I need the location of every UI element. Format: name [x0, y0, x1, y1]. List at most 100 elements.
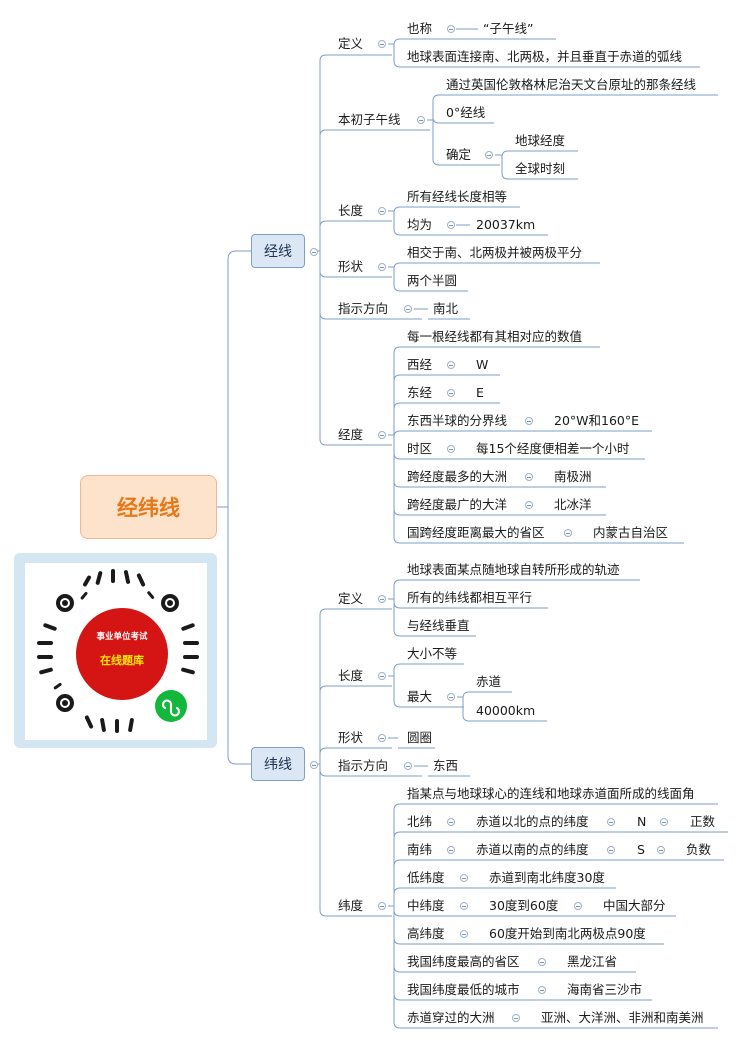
topic-junwei[interactable]: 均为: [407, 217, 433, 232]
collapse-icon[interactable]: [447, 818, 455, 826]
topic-liangge-banyuan[interactable]: 两个半圆: [407, 273, 458, 288]
topic-W[interactable]: W: [476, 357, 489, 372]
topic-zhishi-fangxiang[interactable]: 指示方向: [338, 301, 389, 316]
topic-weidu-desc[interactable]: 指某点与地球球心的连线和地球赤道面所成的线面角: [407, 786, 695, 801]
collapse-icon[interactable]: [378, 672, 386, 680]
topic-wei-d1[interactable]: 地球表面某点随地球自转所形成的轨迹: [407, 562, 620, 577]
topic-zero-meridian[interactable]: 0°经线: [446, 105, 486, 120]
collapse-icon[interactable]: [417, 116, 425, 124]
topic-jingdu-desc[interactable]: 每一根经线都有其相对应的数值: [407, 329, 583, 344]
collapse-icon[interactable]: [485, 151, 493, 159]
branch-jingxian[interactable]: 经线: [251, 234, 305, 268]
topic-dongjing[interactable]: 东经: [407, 385, 433, 400]
topic-fenjiexian[interactable]: 东西半球的分界线: [407, 413, 508, 428]
topic-dingyi[interactable]: 定义: [338, 36, 364, 51]
topic-jing-km[interactable]: 20037km: [476, 217, 536, 232]
collapse-icon[interactable]: [538, 986, 546, 994]
collapse-icon[interactable]: [460, 874, 468, 882]
topic-wei-d2[interactable]: 所有的纬线都相互平行: [407, 590, 533, 605]
collapse-icon[interactable]: [447, 361, 455, 369]
topic-diwei[interactable]: 低纬度: [407, 870, 445, 885]
topic-beibingyang[interactable]: 北冰洋: [554, 497, 592, 512]
collapse-icon[interactable]: [378, 595, 386, 603]
collapse-icon[interactable]: [378, 207, 386, 215]
collapse-icon[interactable]: [607, 846, 615, 854]
topic-queding[interactable]: 确定: [446, 147, 472, 162]
topic-zhongwei[interactable]: 中纬度: [407, 898, 445, 913]
topic-E[interactable]: E: [476, 385, 484, 400]
collapse-icon[interactable]: [447, 25, 455, 33]
root-node[interactable]: 经纬线: [80, 475, 217, 539]
topic-nanbei[interactable]: 南北: [433, 301, 459, 316]
topic-zuida[interactable]: 最大: [407, 689, 433, 704]
collapse-icon[interactable]: [310, 761, 318, 769]
topic-nanjizhou[interactable]: 南极洲: [554, 469, 592, 484]
topic-gaowei[interactable]: 高纬度: [407, 926, 445, 941]
collapse-icon[interactable]: [378, 431, 386, 439]
collapse-icon[interactable]: [404, 305, 412, 313]
topic-zhongwei-desc[interactable]: 30度到60度: [489, 898, 559, 913]
topic-zhengshu[interactable]: 正数: [690, 814, 716, 829]
topic-zui-duo-zhou[interactable]: 跨经度最多的大洲: [407, 469, 508, 484]
collapse-icon[interactable]: [525, 473, 533, 481]
topic-gaowei-desc[interactable]: 60度开始到南北两极点90度: [489, 926, 646, 941]
topic-xijing[interactable]: 西经: [407, 357, 433, 372]
collapse-icon[interactable]: [574, 902, 582, 910]
topic-benchu[interactable]: 本初子午线: [338, 112, 401, 127]
collapse-icon[interactable]: [378, 902, 386, 910]
collapse-icon[interactable]: [447, 445, 455, 453]
collapse-icon[interactable]: [460, 930, 468, 938]
topic-diwei-desc[interactable]: 赤道到南北纬度30度: [489, 870, 605, 885]
topic-wei-dingyi[interactable]: 定义: [338, 591, 364, 606]
topic-S[interactable]: S: [637, 842, 645, 857]
collapse-icon[interactable]: [525, 501, 533, 509]
topic-weidu[interactable]: 纬度: [338, 898, 364, 913]
topic-zhongguo[interactable]: 中国大部分: [603, 898, 666, 913]
topic-wei-km[interactable]: 40000km: [476, 703, 536, 718]
topic-shiqu-val[interactable]: 每15个经度便相差一个小时: [476, 441, 630, 456]
collapse-icon[interactable]: [378, 40, 386, 48]
topic-changdu[interactable]: 长度: [338, 203, 364, 218]
collapse-icon[interactable]: [378, 263, 386, 271]
collapse-icon[interactable]: [538, 958, 546, 966]
topic-chidao-chuanguo[interactable]: 赤道穿过的大洲: [407, 1010, 495, 1025]
topic-changdu-desc[interactable]: 所有经线长度相等: [407, 189, 508, 204]
topic-N[interactable]: N: [637, 814, 647, 829]
topic-sheng-qu[interactable]: 国跨经度距离最大的省区: [407, 525, 545, 540]
topic-jingdu[interactable]: 经度: [338, 427, 364, 442]
topic-zuigao-sheng[interactable]: 我国纬度最高的省区: [407, 954, 520, 969]
topic-neimenggu[interactable]: 内蒙古自治区: [593, 525, 669, 540]
topic-chidao[interactable]: 赤道: [476, 674, 502, 689]
topic-sansha[interactable]: 海南省三沙市: [567, 982, 643, 997]
collapse-icon[interactable]: [447, 846, 455, 854]
collapse-icon[interactable]: [657, 846, 665, 854]
collapse-icon[interactable]: [525, 417, 533, 425]
collapse-icon[interactable]: [310, 248, 318, 256]
topic-yuanquan[interactable]: 圆圈: [407, 730, 433, 745]
topic-diqiu-jingdu[interactable]: 地球经度: [515, 133, 566, 148]
topic-shiqu[interactable]: 时区: [407, 441, 433, 456]
topic-nanwei[interactable]: 南纬: [407, 842, 433, 857]
topic-wei-zhishi[interactable]: 指示方向: [338, 758, 389, 773]
topic-xingzhuang-desc[interactable]: 相交于南、北两极并被两极平分: [407, 245, 583, 260]
branch-weixian[interactable]: 纬线: [251, 747, 305, 781]
collapse-icon[interactable]: [564, 529, 572, 537]
collapse-icon[interactable]: [460, 902, 468, 910]
topic-fenjie-val[interactable]: 20°W和160°E: [554, 413, 640, 428]
collapse-icon[interactable]: [447, 389, 455, 397]
topic-fushu[interactable]: 负数: [686, 842, 712, 857]
topic-daxiao[interactable]: 大小不等: [407, 646, 458, 661]
collapse-icon[interactable]: [447, 693, 455, 701]
topic-beiwei-desc[interactable]: 赤道以北的点的纬度: [476, 814, 589, 829]
topic-yecheng[interactable]: 也称: [407, 21, 433, 36]
topic-ziwuxian[interactable]: “子午线”: [483, 21, 534, 36]
collapse-icon[interactable]: [404, 762, 412, 770]
topic-zui-guang-yang[interactable]: 跨经度最广的大洋: [407, 497, 508, 512]
topic-dazhou[interactable]: 亚洲、大洋洲、非洲和南美洲: [541, 1010, 704, 1025]
collapse-icon[interactable]: [607, 818, 615, 826]
collapse-icon[interactable]: [660, 818, 668, 826]
collapse-icon[interactable]: [378, 734, 386, 742]
topic-xingzhuang[interactable]: 形状: [338, 259, 364, 274]
collapse-icon[interactable]: [447, 221, 455, 229]
topic-wei-xingzhuang[interactable]: 形状: [338, 730, 364, 745]
